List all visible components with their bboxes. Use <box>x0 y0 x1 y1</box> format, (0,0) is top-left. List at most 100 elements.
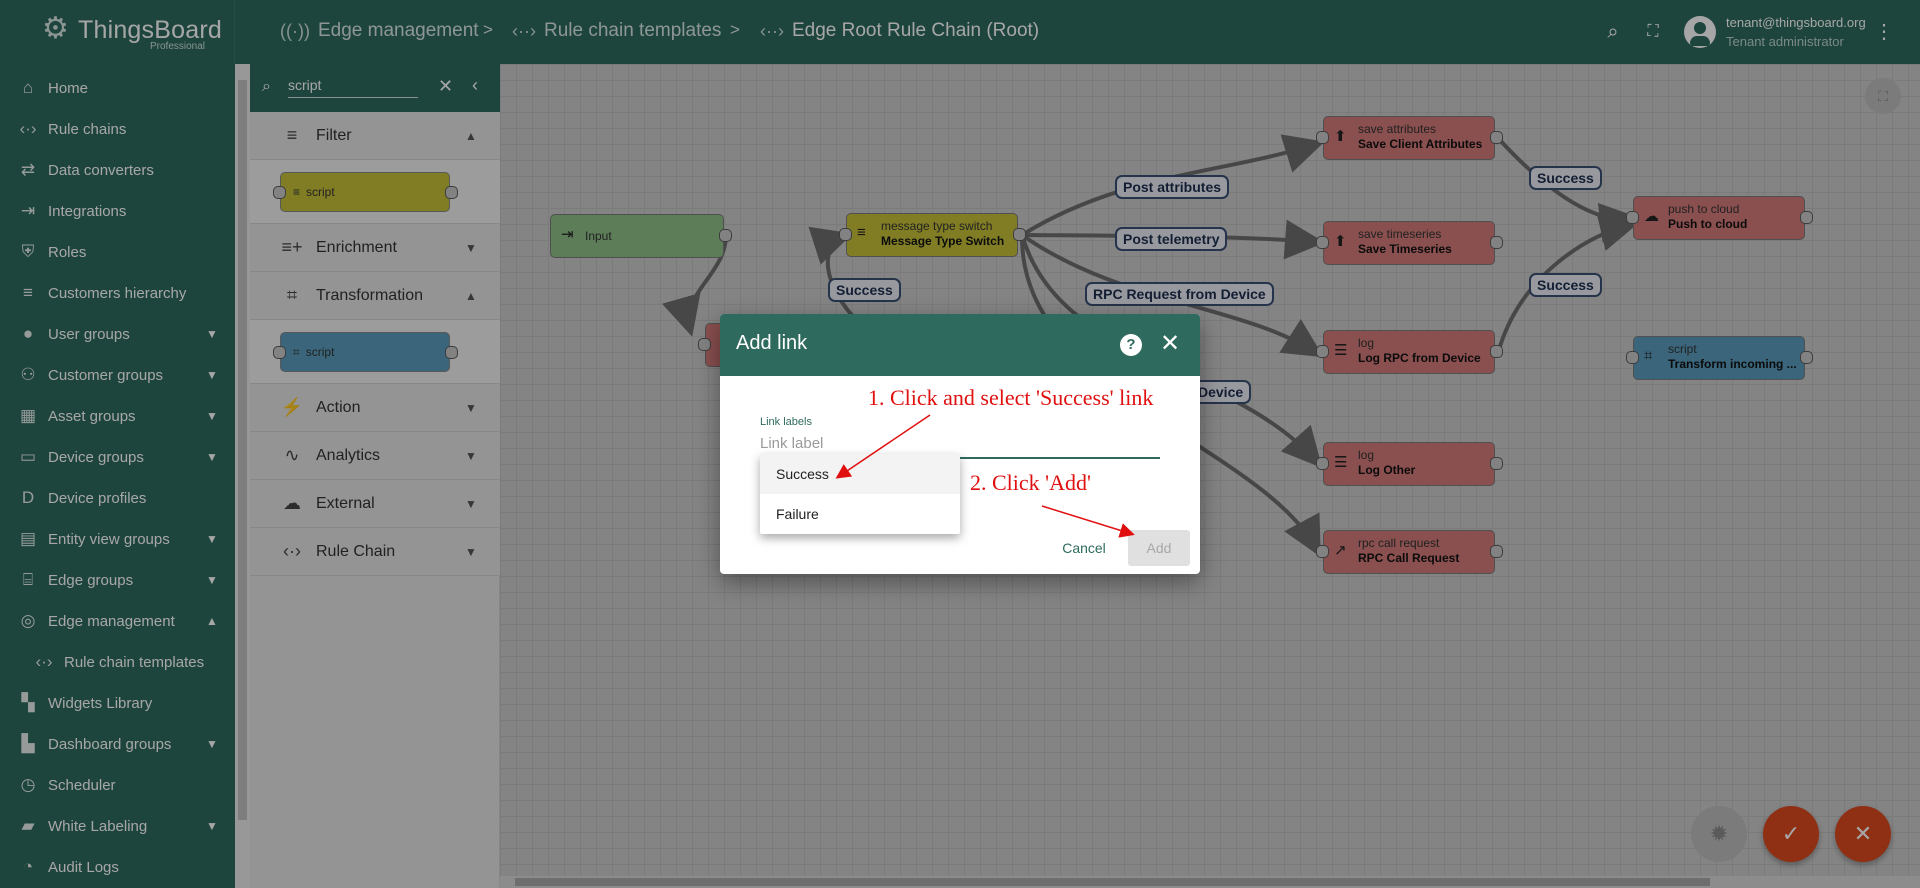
account-icon: ● <box>22 324 34 343</box>
option-failure[interactable]: Failure <box>776 506 819 522</box>
library-section-action[interactable]: ⚡Action▼ <box>250 384 500 432</box>
chevron-down-icon: ▼ <box>465 496 477 511</box>
sidebar-item-edge-groups[interactable]: ⌸Edge groups▼ <box>0 560 235 600</box>
sidebar-item-rule-chains[interactable]: ‹·›Rule chains <box>0 109 235 149</box>
link-label-post-attributes[interactable]: Post attributes <box>1115 175 1230 199</box>
output-port[interactable] <box>1490 545 1503 558</box>
sidebar-item-widgets-library[interactable]: ▚Widgets Library <box>0 683 235 723</box>
sidebar-item-label: Customers hierarchy <box>48 284 187 302</box>
sidebar-item-asset-groups[interactable]: ▦Asset groups▼ <box>0 396 235 436</box>
help-icon[interactable]: ? <box>1120 334 1142 356</box>
clear-search-icon[interactable]: ✕ <box>438 76 454 96</box>
sidebar-item-white-labeling[interactable]: ▰White Labeling▼ <box>0 806 235 846</box>
sidebar-item-scheduler[interactable]: ◷Scheduler <box>0 765 235 805</box>
link-label-success[interactable]: Success <box>828 278 901 302</box>
filter-icon: ≡ <box>293 185 301 199</box>
input-port[interactable] <box>1626 351 1639 364</box>
sidebar-item-home[interactable]: ⌂Home <box>0 68 235 108</box>
cancel-button[interactable]: Cancel <box>1062 540 1106 556</box>
output-port[interactable] <box>1490 345 1503 358</box>
library-node-script[interactable]: ⌗script <box>273 332 458 372</box>
library-section-analytics[interactable]: ∿Analytics▼ <box>250 432 500 480</box>
node-rpc-call-request[interactable]: ↗ rpc call request RPC Call Request <box>1316 530 1503 574</box>
sidebar-item-rule-chain-templates[interactable]: ‹·›Rule chain templates <box>0 642 235 682</box>
output-port[interactable] <box>1490 236 1503 249</box>
link-label-success[interactable]: Success <box>1529 273 1602 297</box>
avatar[interactable] <box>1684 16 1716 48</box>
sidebar-item-audit-logs[interactable]: ◔Audit Logs <box>0 847 235 887</box>
sidebar-item-customer-groups[interactable]: ⚇Customer groups▼ <box>0 355 235 395</box>
apply-changes-button[interactable]: ✓ <box>1763 806 1819 862</box>
canvas-fullscreen-button[interactable]: ⛶ <box>1865 78 1901 114</box>
input-port[interactable] <box>1626 211 1639 224</box>
input-port[interactable] <box>839 228 852 241</box>
code-arrows-icon: ‹·› <box>35 652 53 671</box>
link-labels-input[interactable]: Link label <box>760 433 1160 459</box>
node-script-transform[interactable]: ⌗ script Transform incoming ... <box>1626 336 1813 380</box>
transform-icon: ⌗ <box>293 344 300 359</box>
enrichment-icon: ≡+ <box>281 237 303 257</box>
link-labels-dropdown: Success Failure <box>760 454 960 534</box>
link-label-rpc-request[interactable]: RPC Request from Device <box>1085 282 1274 306</box>
library-section-transformation[interactable]: ⌗Transformation▲ <box>250 272 500 320</box>
add-button[interactable]: Add <box>1128 530 1190 566</box>
input-port[interactable] <box>1316 545 1329 558</box>
output-port[interactable] <box>719 229 732 242</box>
node-save-attributes[interactable]: ⬆ save attributes Save Client Attributes <box>1316 116 1503 160</box>
sidebar-item-roles[interactable]: ⛨Roles <box>0 232 235 272</box>
close-icon[interactable]: ✕ <box>1159 330 1181 357</box>
input-port[interactable] <box>1316 236 1329 249</box>
close-icon: ✕ <box>1853 821 1873 846</box>
library-section-rule-chain[interactable]: ‹·›Rule Chain▼ <box>250 528 500 576</box>
node-save-timeseries[interactable]: ⬆ save timeseries Save Timeseries <box>1316 221 1503 265</box>
output-port[interactable] <box>1490 131 1503 144</box>
input-port[interactable] <box>1316 457 1329 470</box>
search-icon[interactable]: ⌕ <box>1607 21 1619 43</box>
sidebar-scrollbar-thumb[interactable] <box>238 80 247 820</box>
library-section-enrichment[interactable]: ≡+Enrichment▼ <box>250 224 500 272</box>
link-log-rpc-to-cloud <box>1496 211 1640 354</box>
option-success[interactable]: Success <box>760 454 960 494</box>
sidebar-item-device-groups[interactable]: ▭Device groups▼ <box>0 437 235 477</box>
output-port[interactable] <box>1013 228 1026 241</box>
breadcrumb-rule-chain-templates[interactable]: ‹··› Rule chain templates <box>512 20 721 42</box>
canvas-horizontal-scrollbar-thumb[interactable] <box>515 878 1710 886</box>
sidebar-item-edge-management[interactable]: ◎Edge management▲ <box>0 601 235 641</box>
node-name: Message Type Switch <box>881 234 1005 248</box>
library-section-label: Rule Chain <box>316 542 396 560</box>
output-port[interactable] <box>1490 457 1503 470</box>
node-message-type-switch[interactable]: ≡ message type switch Message Type Switc… <box>839 213 1026 257</box>
logo[interactable]: ⚙ ThingsBoard Professional <box>0 0 235 64</box>
library-section-external[interactable]: ☁External▼ <box>250 480 500 528</box>
sidebar-item-user-groups[interactable]: ●User groups▼ <box>0 314 235 354</box>
sidebar-item-dashboard-groups[interactable]: ▙Dashboard groups▼ <box>0 724 235 764</box>
sidebar-item-data-converters[interactable]: ⇄Data converters <box>0 150 235 190</box>
node-input[interactable]: ⇥ Input <box>550 214 732 258</box>
library-search-input[interactable]: script <box>288 74 418 98</box>
decline-changes-button[interactable]: ✕ <box>1835 806 1891 862</box>
sidebar-item-customers-hierarchy[interactable]: ≡Customers hierarchy <box>0 273 235 313</box>
fullscreen-icon[interactable]: ⛶ <box>1647 23 1659 40</box>
sidebar-item-entity-view-groups[interactable]: ▤Entity view groups▼ <box>0 519 235 559</box>
library-section-filter[interactable]: ≡Filter▲ <box>250 112 500 160</box>
input-port[interactable] <box>1316 131 1329 144</box>
library-node-script[interactable]: ≡script <box>273 172 458 212</box>
output-port[interactable] <box>1800 211 1813 224</box>
sidebar-item-integrations[interactable]: ⇥Integrations <box>0 191 235 231</box>
breadcrumb-edge-management[interactable]: ((·)) Edge management <box>280 20 479 42</box>
output-port[interactable] <box>1800 351 1813 364</box>
node-log-rpc[interactable]: ☰ log Log RPC from Device <box>1316 330 1503 374</box>
input-port[interactable] <box>1316 345 1329 358</box>
input-port[interactable] <box>698 338 711 351</box>
node-log-other[interactable]: ☰ log Log Other <box>1316 442 1503 486</box>
link-label-post-telemetry[interactable]: Post telemetry <box>1115 227 1228 251</box>
more-vert-icon[interactable]: ⋮ <box>1874 21 1894 43</box>
debug-mode-button[interactable]: ✹ <box>1691 806 1747 862</box>
node-push-to-cloud[interactable]: ☁ push to cloud Push to cloud <box>1626 196 1813 240</box>
link-label-success[interactable]: Success <box>1529 166 1602 190</box>
node-name: Save Timeseries <box>1358 242 1452 256</box>
collapse-panel-icon[interactable]: ‹ <box>472 75 478 95</box>
node-type: save timeseries <box>1358 227 1442 241</box>
